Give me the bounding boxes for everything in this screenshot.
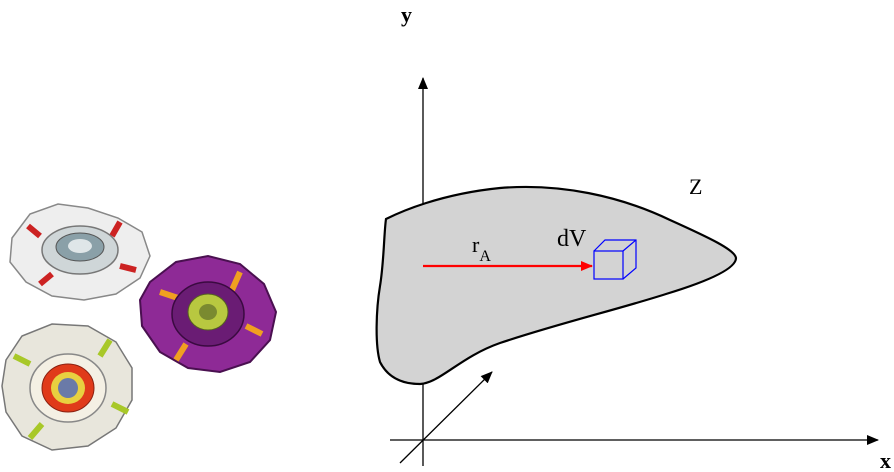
volume-element-label: dV (557, 226, 587, 252)
x-axis-label: x (880, 448, 891, 472)
spinning-tops-icon (1, 203, 278, 451)
rigid-body-shape (375, 185, 738, 386)
volume-element-cube (593, 239, 637, 280)
z-axis (399, 371, 493, 464)
yellow-top-icon (1, 323, 133, 451)
position-vector-label: rA (472, 232, 491, 265)
y-axis-label: y (401, 2, 412, 27)
white-top-icon (9, 203, 151, 301)
purple-top-icon (138, 254, 278, 374)
body-label: Z (689, 174, 702, 199)
position-vector-symbol: r (472, 232, 480, 257)
position-vector-subscript: A (479, 248, 491, 265)
